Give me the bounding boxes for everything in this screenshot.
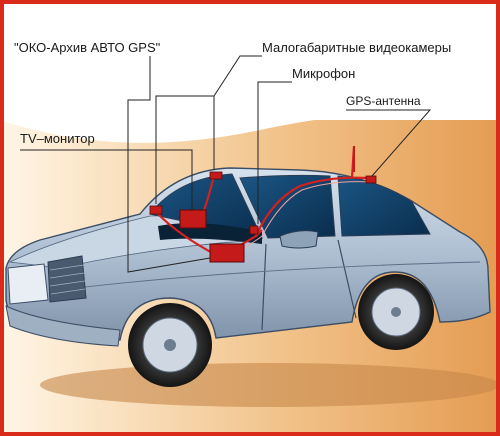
grille (47, 255, 87, 303)
cable-harness-2 (219, 181, 371, 259)
label-microphone: Микрофон (292, 66, 356, 81)
gps-antenna-icon (365, 175, 377, 184)
headlight (7, 263, 49, 305)
background-wave (0, 0, 500, 143)
tv-monitor-icon (179, 209, 207, 229)
callout-lines (20, 55, 432, 273)
mini-camera-icon-top (209, 171, 223, 180)
recorder-unit-icon (209, 243, 245, 263)
grille-slats (49, 264, 86, 295)
microphone-icon (249, 225, 259, 235)
door-line-rear (337, 239, 357, 319)
body-crease (59, 261, 481, 291)
label-gps-antenna: GPS-антенна (346, 94, 421, 108)
mini-camera-icon-left (149, 205, 163, 215)
side-mirror (279, 230, 319, 249)
cable-harness (157, 145, 369, 258)
label-archive: "ОКО-Архив АВТО GPS" (14, 40, 161, 55)
label-tv-monitor: TV–монитор (20, 131, 95, 146)
door-line-front (261, 243, 267, 331)
front-bumper (5, 305, 121, 347)
label-cameras: Малогабаритные видеокамеры (262, 40, 452, 55)
rear-side-window (337, 175, 431, 237)
front-wheel (128, 303, 212, 387)
rear-wheel (358, 274, 434, 350)
car-shadow (40, 363, 500, 407)
